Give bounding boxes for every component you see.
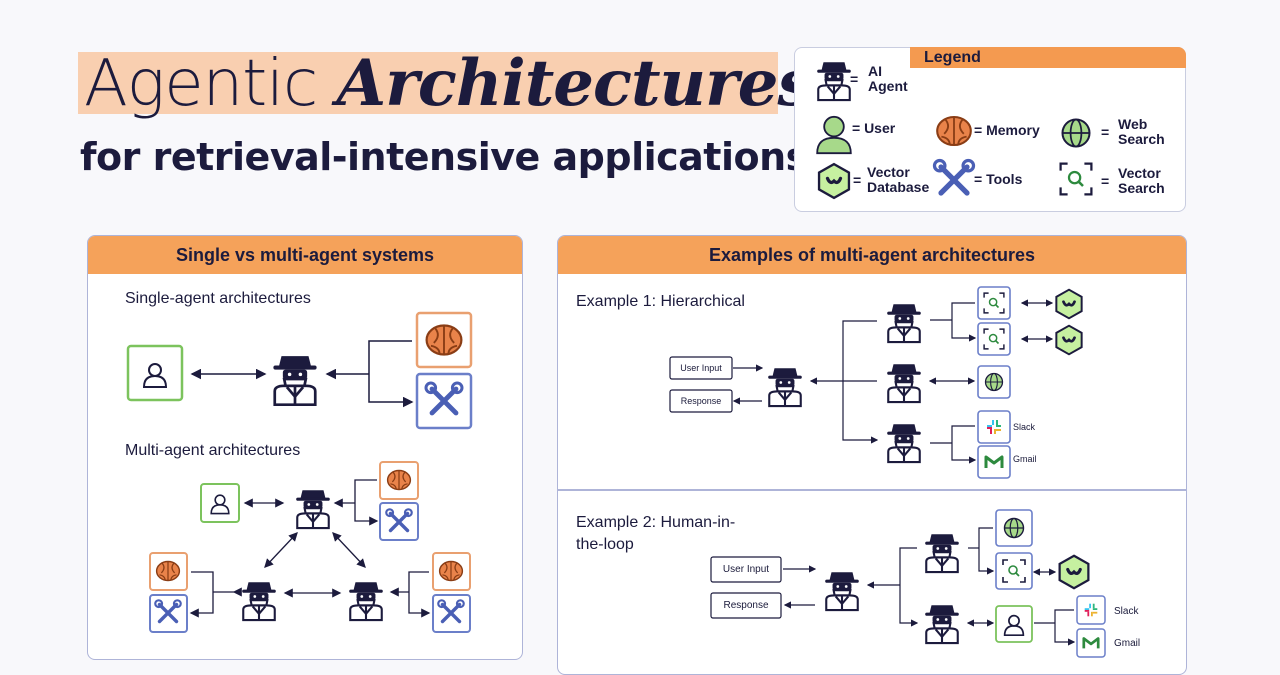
ex1-vector-search-box-2 (977, 322, 1011, 356)
legend-tab (910, 47, 1186, 68)
title-part-architectures: Architectures (336, 46, 814, 121)
ex1-web-search-box (977, 365, 1011, 399)
ex1-main-agent-icon (767, 367, 803, 408)
examples-diagram (669, 286, 1106, 658)
ex2-slack-box (1076, 595, 1106, 625)
multi-right-branch-lines (408, 571, 429, 613)
ex2-response-box (710, 592, 782, 619)
multi-top-tools-box (379, 502, 419, 541)
example2-label-line2: the-loop (576, 536, 634, 553)
ex2-user-input-text: User Input (722, 564, 770, 575)
legend-label-vsearch-2: Search (1118, 180, 1165, 196)
ex1-c-branch-lines (951, 425, 975, 460)
ex2-a-branch-lines (978, 527, 993, 571)
ex2-agent-a-icon (924, 533, 960, 574)
single-branch-lines (368, 340, 412, 402)
single-memory-box (415, 311, 473, 369)
multi-top-branch-lines (354, 479, 377, 521)
ex2-slack-text: Slack (1114, 606, 1139, 617)
ex2-vector-db (1058, 554, 1090, 590)
multi-left-memory-box (149, 552, 188, 591)
legend-label-web-2: Search (1118, 131, 1165, 147)
example1-label: Example 1: Hierarchical (576, 293, 745, 310)
ex1-user-input-box (669, 356, 733, 380)
legend-label-tools: = Tools (974, 171, 1023, 187)
legend-eq-vsearch: = (1101, 173, 1110, 189)
multi-right-agent-icon (348, 581, 384, 622)
ex2-gmail-text: Gmail (1114, 638, 1141, 649)
ex1-user-input-text: User Input (680, 363, 722, 373)
ex2-response-text: Response (723, 600, 769, 611)
ex2-vector-search-box (995, 552, 1033, 590)
ex1-response-box (669, 389, 733, 413)
ex1-gmail-box (977, 445, 1011, 479)
legend-eq-web: = (1101, 124, 1110, 140)
ex1-agent-a-icon (886, 303, 922, 344)
user-icon (816, 115, 852, 155)
title-part-agentic: Agentic (84, 47, 337, 121)
legend-label-vdb-2: Database (867, 179, 930, 195)
ex2-user-branch-lines (1054, 609, 1074, 642)
ai-agent-icon (816, 61, 852, 102)
multi-left-branch-lines (191, 571, 214, 613)
vector-database-icon (817, 162, 851, 200)
multi-left-tools-box (149, 594, 188, 633)
legend-eq-agent: = (850, 71, 859, 87)
single-vs-multi-panel-title: Single vs multi-agent systems (88, 236, 522, 274)
legend-box (794, 47, 1186, 212)
multi-agent-examples-title: Examples of multi-agent architectures (558, 236, 1186, 274)
ex1-vector-db-1 (1054, 288, 1084, 320)
legend-title: Legend (924, 49, 981, 66)
title-highlight (78, 52, 778, 114)
multi-right-memory-box (432, 552, 471, 591)
legend-icons (816, 61, 1093, 200)
ex1-response-text: Response (680, 396, 722, 406)
memory-icon (936, 115, 972, 147)
legend-label-user: = User (852, 120, 896, 136)
single-agent-label: Single-agent architectures (125, 290, 311, 307)
ex1-slack-text: Slack (1013, 422, 1036, 432)
tools-icon (935, 161, 974, 194)
legend-label-vsearch-1: Vector (1118, 165, 1161, 181)
ex2-agent-b-icon (924, 604, 960, 645)
ex1-vector-db-2 (1054, 324, 1084, 356)
legend-label-memory: = Memory (974, 122, 1040, 138)
ex1-agent-c-icon (886, 423, 922, 464)
ex2-user-input-box (710, 556, 782, 583)
ex2-branch-lines (899, 547, 917, 623)
multi-right-diag-arrow (332, 532, 366, 568)
multi-agent-label: Multi-agent architectures (125, 442, 301, 459)
ex1-branch-lines (842, 320, 877, 440)
multi-right-tools-box (432, 594, 471, 633)
multi-top-agent-icon (295, 489, 331, 530)
legend-label-vdb-1: Vector (867, 164, 910, 180)
ex2-gmail-box (1076, 628, 1106, 658)
multi-top-memory-box (379, 461, 419, 500)
multi-left-agent-icon (241, 581, 277, 622)
legend-label-agent-1: AI (868, 63, 882, 79)
single-user-box (126, 344, 184, 402)
page-title: Agentic Architectures (84, 44, 814, 124)
ex1-vector-search-box-1 (977, 286, 1011, 320)
web-search-icon (1061, 118, 1091, 148)
ex1-agent-b-icon (886, 363, 922, 404)
page-subtitle: for retrieval-intensive applications (80, 135, 808, 179)
legend-label-web-1: Web (1118, 116, 1148, 132)
single-multi-diagram (126, 311, 473, 633)
ex2-human-user-box (995, 605, 1033, 643)
ex2-main-agent-icon (824, 571, 860, 612)
ex1-slack-box (977, 410, 1011, 444)
single-agent-icon (272, 354, 318, 407)
legend-label-agent-2: Agent (868, 78, 908, 94)
multi-left-diag-arrow (264, 532, 298, 568)
examples-divider (558, 489, 1186, 491)
ex1-a-branch-lines (951, 302, 975, 338)
vector-search-icon (1059, 162, 1093, 196)
single-tools-box (415, 372, 473, 430)
multi-user-box (200, 483, 240, 523)
ex1-gmail-text: Gmail (1013, 454, 1037, 464)
example2-label-line1: Example 2: Human-in- (576, 514, 736, 531)
ex2-web-search-box (995, 509, 1033, 547)
legend-eq-vdb: = (853, 172, 862, 188)
